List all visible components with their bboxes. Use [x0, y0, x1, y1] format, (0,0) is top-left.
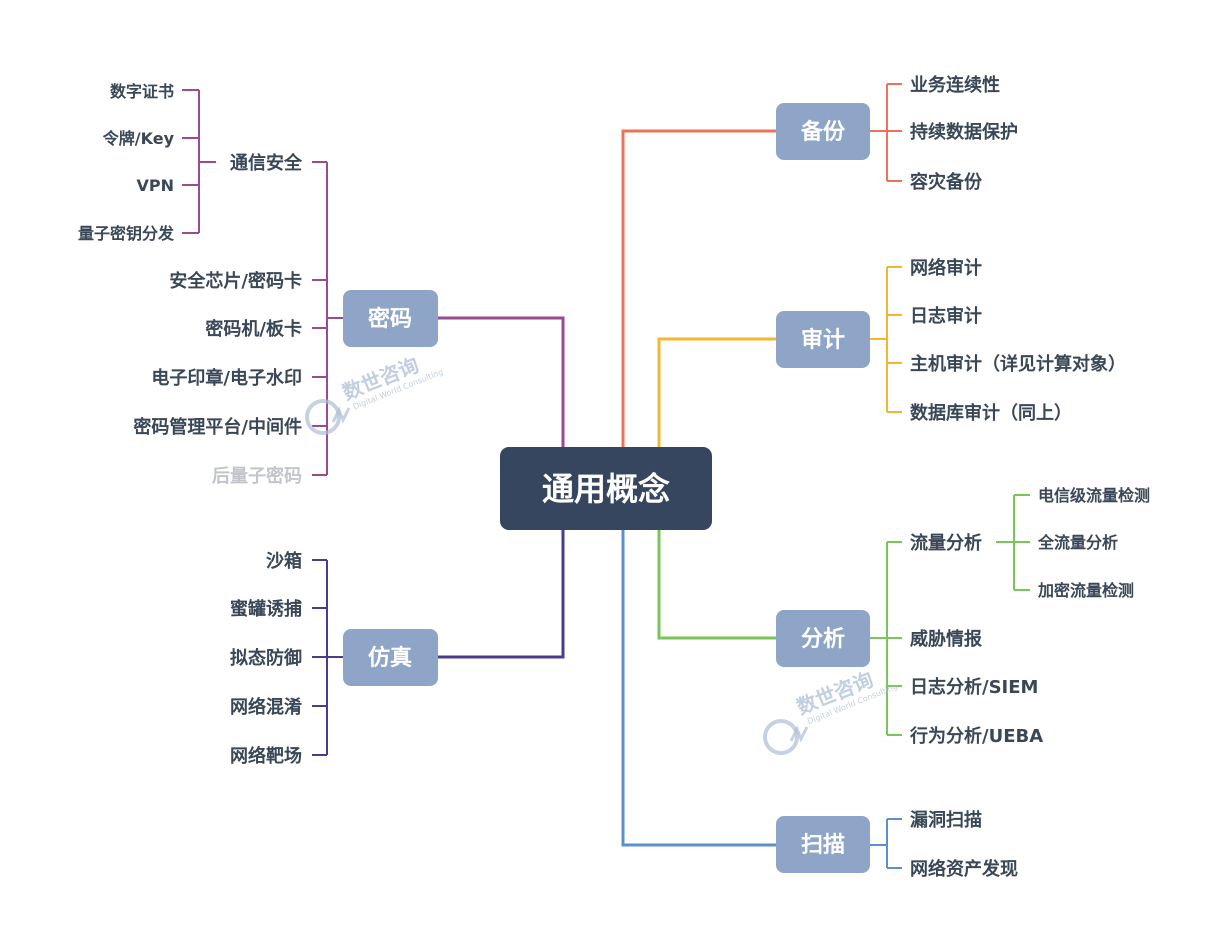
branch-audit: 审计 网络审计 日志审计 主机审计（详见计算对象） 数据库审计（同上）	[657, 257, 1126, 448]
leaf-crypto-2: 密码机/板卡	[205, 318, 302, 340]
node-analysis-label: 分析	[801, 627, 845, 652]
leaf-audit-3: 主机审计（详见计算对象）	[910, 353, 1126, 375]
connector-root-simulation	[438, 530, 565, 659]
leaf-analysis-1: 威胁情报	[910, 628, 982, 650]
root-node[interactable]	[500, 447, 712, 530]
leaf-scan-1: 漏洞扫描	[910, 809, 982, 831]
leaf-comm-3: VPN	[137, 176, 175, 195]
connector-root-crypto	[438, 316, 565, 448]
root-node-group: 通用概念	[500, 447, 712, 530]
leaf-crypto-4: 密码管理平台/中间件	[133, 416, 302, 438]
leaf-backup-2: 持续数据保护	[910, 121, 1018, 143]
leaf-crypto-3: 电子印章/电子水印	[151, 367, 302, 389]
node-crypto-label: 密码	[368, 306, 412, 332]
bracket-simulation	[312, 559, 343, 756]
node-backup[interactable]	[776, 103, 870, 160]
watermark-logo-icon	[305, 399, 341, 435]
bracket-comm	[182, 89, 216, 234]
leaf-comm-4: 量子密钥分发	[78, 224, 175, 243]
node-scan[interactable]	[776, 816, 870, 873]
leaf-traffic-3: 加密流量检测	[1037, 581, 1134, 600]
branch-scan: 扫描 漏洞扫描 网络资产发现	[621, 530, 1018, 880]
node-audit-label: 审计	[801, 327, 845, 353]
leaf-comm-1: 数字证书	[110, 82, 174, 101]
bracket-backup	[870, 83, 902, 182]
leaf-crypto-1: 安全芯片/密码卡	[169, 270, 302, 292]
node-simulation-label: 仿真	[368, 645, 412, 671]
subnode-comm-security: 通信安全	[230, 152, 303, 174]
branch-crypto: 密码 通信安全 数字证书 令牌/Key VPN 量子密钥分发 安全芯片/密码卡 …	[78, 82, 565, 487]
node-scan-label: 扫描	[801, 833, 845, 858]
leaf-traffic-2: 全流量分析	[1037, 533, 1118, 552]
bracket-audit	[870, 266, 902, 413]
watermark-logo-icon	[763, 719, 799, 755]
leaf-audit-2: 日志审计	[910, 305, 982, 327]
branch-analysis: 分析 流量分析 电信级流量检测 全流量分析 加密流量检测 威胁情报 日志分析/S…	[657, 486, 1150, 747]
leaf-traffic-1: 电信级流量检测	[1038, 486, 1150, 505]
leaf-analysis-3: 行为分析/UEBA	[909, 725, 1043, 747]
leaf-scan-2: 网络资产发现	[910, 858, 1018, 880]
bracket-crypto	[312, 161, 343, 476]
leaf-analysis-2: 日志分析/SIEM	[910, 676, 1038, 698]
subnode-traffic-analysis: 流量分析	[910, 532, 982, 554]
leaf-comm-2: 令牌/Key	[102, 129, 175, 148]
connector-root-backup	[621, 129, 776, 448]
connector-root-analysis	[657, 530, 776, 640]
node-crypto[interactable]	[343, 290, 438, 347]
leaf-crypto-5: 后量子密码	[212, 465, 302, 487]
node-backup-label: 备份	[800, 119, 846, 145]
branch-simulation: 仿真 沙箱 蜜罐诱捕 拟态防御 网络混淆 网络靶场	[230, 530, 565, 767]
leaf-sim-4: 网络混淆	[230, 696, 302, 718]
leaf-sim-2: 蜜罐诱捕	[230, 598, 302, 620]
leaf-sim-1: 沙箱	[266, 550, 302, 572]
leaf-audit-1: 网络审计	[910, 257, 982, 279]
bracket-scan	[870, 818, 902, 869]
node-audit[interactable]	[776, 311, 870, 368]
bracket-analysis	[870, 541, 902, 736]
leaf-backup-3: 容灾备份	[910, 171, 983, 193]
branch-backup: 备份 业务连续性 持续数据保护 容灾备份	[621, 74, 1018, 448]
leaf-audit-4: 数据库审计（同上）	[910, 402, 1072, 424]
connector-root-scan	[621, 530, 776, 847]
bracket-traffic	[996, 494, 1030, 591]
connector-root-audit	[657, 337, 776, 448]
watermark-right: 数世咨询 Digital World Consulting	[763, 667, 899, 755]
node-analysis[interactable]	[776, 610, 870, 667]
node-simulation[interactable]	[343, 629, 438, 686]
leaf-backup-1: 业务连续性	[910, 74, 1000, 96]
leaf-sim-3: 拟态防御	[230, 647, 302, 669]
root-node-label: 通用概念	[542, 470, 670, 508]
leaf-sim-5: 网络靶场	[230, 745, 302, 767]
